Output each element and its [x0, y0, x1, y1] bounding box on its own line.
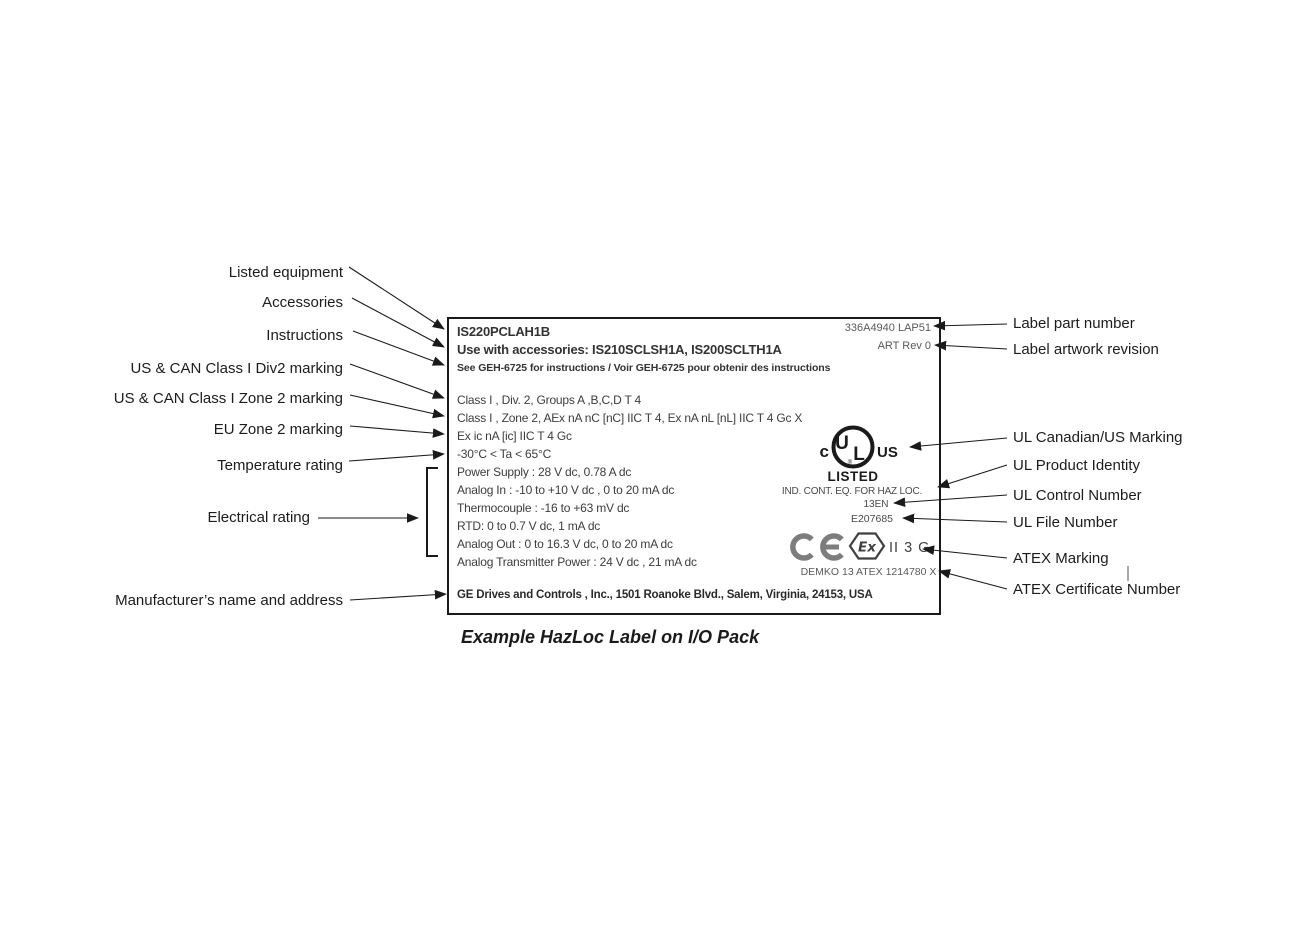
callout-eu-zone2-marking: EU Zone 2 marking	[213, 421, 343, 438]
temperature-rating-line: -30°C < Ta < 65°C	[457, 447, 552, 461]
electrical-thermocouple: Thermocouple : -16 to +63 mV dc	[457, 501, 630, 515]
callout-zone2-marking: US & CAN Class I Zone 2 marking	[113, 390, 343, 407]
hazloc-label: 336A4940 LAP51 ART Rev 0 IS220PCLAH1B Us…	[447, 317, 941, 615]
us-can-zone2-marking: Class I , Zone 2, AEx nA nC [nC] IIC T 4…	[457, 411, 803, 425]
leader-temperature-rating	[348, 449, 445, 462]
ul-circle-icon	[831, 425, 875, 469]
callout-label-artwork-revision: Label artwork revision	[1013, 341, 1159, 358]
electrical-analog-in: Analog In : -10 to +10 V dc , 0 to 20 mA…	[457, 483, 675, 497]
ce-mark-icon	[790, 533, 844, 561]
electrical-rtd: RTD: 0 to 0.7 V dc, 1 mA dc	[457, 519, 601, 533]
ul-file-number: E207685	[850, 513, 894, 525]
leader-manufacturer	[349, 589, 447, 601]
manufacturer-line: GE Drives and Controls , Inc., 1501 Roan…	[457, 589, 873, 601]
listed-equipment-model: IS220PCLAH1B	[457, 324, 550, 339]
callout-manufacturer: Manufacturer’s name and address	[115, 592, 343, 609]
callout-div2-marking: US & CAN Class I Div2 marking	[130, 360, 343, 377]
ul-us: US	[877, 444, 898, 461]
label-part-number: 336A4940 LAP51	[844, 322, 931, 334]
callout-listed-equipment: Listed equipment	[228, 264, 343, 281]
leader-zone2-marking	[349, 394, 445, 419]
callout-temperature-rating: Temperature rating	[217, 457, 343, 474]
ex-hexagon-icon	[848, 532, 886, 560]
ul-letter-u: U	[835, 433, 849, 454]
callout-accessories: Accessories	[262, 294, 343, 311]
ex-symbol-text: Ex	[858, 540, 877, 556]
ul-registered-symbol: ®	[848, 459, 853, 466]
leader-instructions	[352, 330, 445, 366]
atex-marking-text: II 3 G	[889, 540, 929, 556]
us-can-div2-marking: Class I , Div. 2, Groups A ,B,C,D T 4	[457, 393, 642, 407]
electrical-power-supply: Power Supply : 28 V dc, 0.78 A dc	[457, 465, 632, 479]
callout-electrical-rating: Electrical rating	[207, 509, 310, 526]
callout-ul-canadian-us-marking: UL Canadian/US Marking	[1013, 429, 1183, 446]
electrical-rating-bracket	[426, 467, 438, 557]
figure-caption: Example HazLoc Label on I/O Pack	[461, 627, 760, 647]
leader-accessories	[351, 297, 445, 348]
instructions-line: See GEH-6725 for instructions / Voir GEH…	[457, 362, 831, 374]
ul-control-number: 13EN	[863, 499, 889, 510]
accessories-line: Use with accessories: IS210SCLSH1A, IS20…	[457, 342, 782, 357]
leader-div2-marking	[349, 363, 445, 399]
leader-artwork-revision	[934, 340, 1008, 351]
callout-ul-product-identity: UL Product Identity	[1013, 457, 1141, 474]
leader-ul-product-identity	[937, 464, 1008, 489]
callout-ul-file-number: UL File Number	[1013, 514, 1118, 531]
atex-certificate-number: DEMKO 13 ATEX 1214780 X	[800, 566, 937, 578]
ce-atex-mark: Ex II 3 G	[790, 532, 929, 561]
ul-c-canada: c	[820, 442, 829, 461]
callout-label-part-number: Label part number	[1013, 315, 1135, 332]
electrical-analog-out: Analog Out : 0 to 16.3 V dc, 0 to 20 mA …	[457, 537, 673, 551]
electrical-transmitter-power: Analog Transmitter Power : 24 V dc , 21 …	[457, 555, 697, 569]
leader-label-part-number	[933, 320, 1008, 331]
leader-listed-equipment	[348, 266, 445, 330]
callout-ul-control-number: UL Control Number	[1013, 487, 1142, 504]
callout-atex-marking: ATEX Marking	[1013, 550, 1109, 567]
callout-atex-certificate-number: ATEX Certificate Number	[1013, 581, 1181, 598]
callout-instructions: Instructions	[266, 327, 343, 344]
label-artwork-revision: ART Rev 0	[877, 340, 931, 352]
ul-letter-l: L	[853, 444, 865, 465]
eu-zone2-marking: Ex ic nA [ic] IIC T 4 Gc	[457, 429, 572, 443]
ul-listed-mark: U L ® c US LISTED	[820, 425, 898, 484]
ul-listed-text: LISTED	[827, 469, 878, 484]
leader-eu-zone2-marking	[349, 425, 445, 438]
ul-product-identity: IND. CONT. EQ. FOR HAZ LOC.	[781, 486, 923, 497]
